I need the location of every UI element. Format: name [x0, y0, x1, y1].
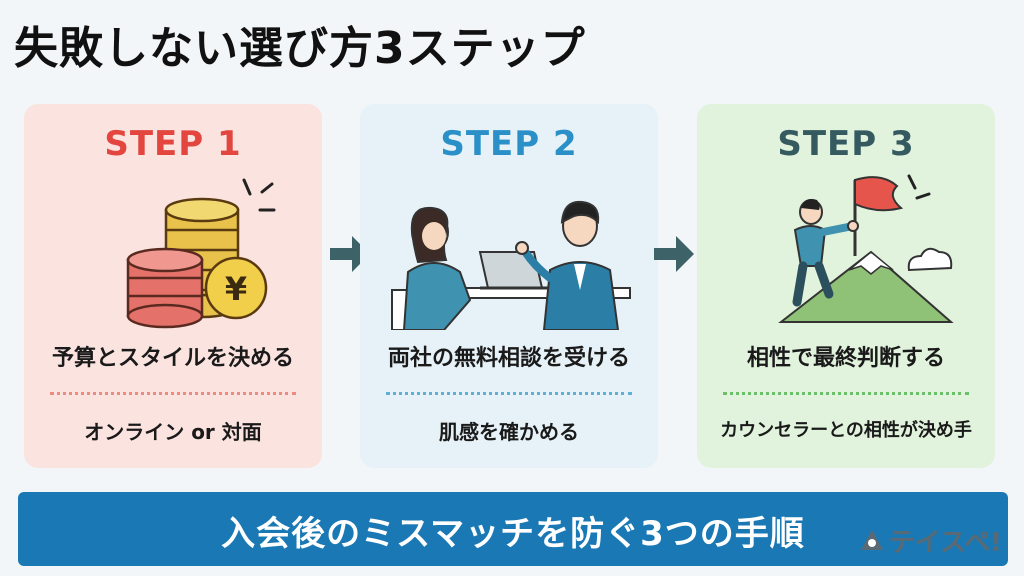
- step-card-1: STEP 1 ¥ 予算とスタイルを決める オン: [24, 104, 322, 468]
- dotted-divider: [723, 392, 969, 395]
- coins-yen-icon: ¥: [126, 178, 276, 329]
- svg-text:¥: ¥: [225, 270, 247, 308]
- step-label: STEP 2: [440, 124, 578, 164]
- step-label: STEP 1: [104, 124, 242, 164]
- banner-text: 入会後のミスマッチを防ぐ3つの手順: [221, 514, 805, 554]
- step-headline: 相性で最終判断する: [746, 346, 945, 371]
- step-sub: オンライン or 対面: [84, 420, 262, 444]
- page-title: 失敗しない選び方3ステップ: [14, 23, 586, 74]
- dotted-divider: [50, 392, 296, 395]
- mountain-flag-icon: [778, 174, 954, 323]
- logo-text: テイスペ!: [888, 528, 1002, 558]
- step-headline: 予算とスタイルを決める: [51, 346, 294, 371]
- arrow-right-icon: [654, 236, 694, 272]
- step-card-3: STEP 3 相性で最終判断する カウンセラーとの相性が決め手: [697, 104, 995, 468]
- step-sub: 肌感を確かめる: [439, 420, 579, 444]
- step-sub: カウンセラーとの相性が決め手: [720, 420, 972, 441]
- brand-logo: テイスペ!: [859, 522, 1002, 559]
- dotted-divider: [386, 392, 632, 395]
- step-headline: 両社の無料相談を受ける: [387, 346, 630, 371]
- consultation-icon: [391, 200, 631, 330]
- summary-banner: 入会後のミスマッチを防ぐ3つの手順: [18, 492, 1008, 566]
- step-label: STEP 3: [777, 124, 915, 164]
- step-card-2: STEP 2 両社の無料相談を受ける 肌感を確かめる: [360, 104, 658, 468]
- logo-icon: [860, 529, 883, 550]
